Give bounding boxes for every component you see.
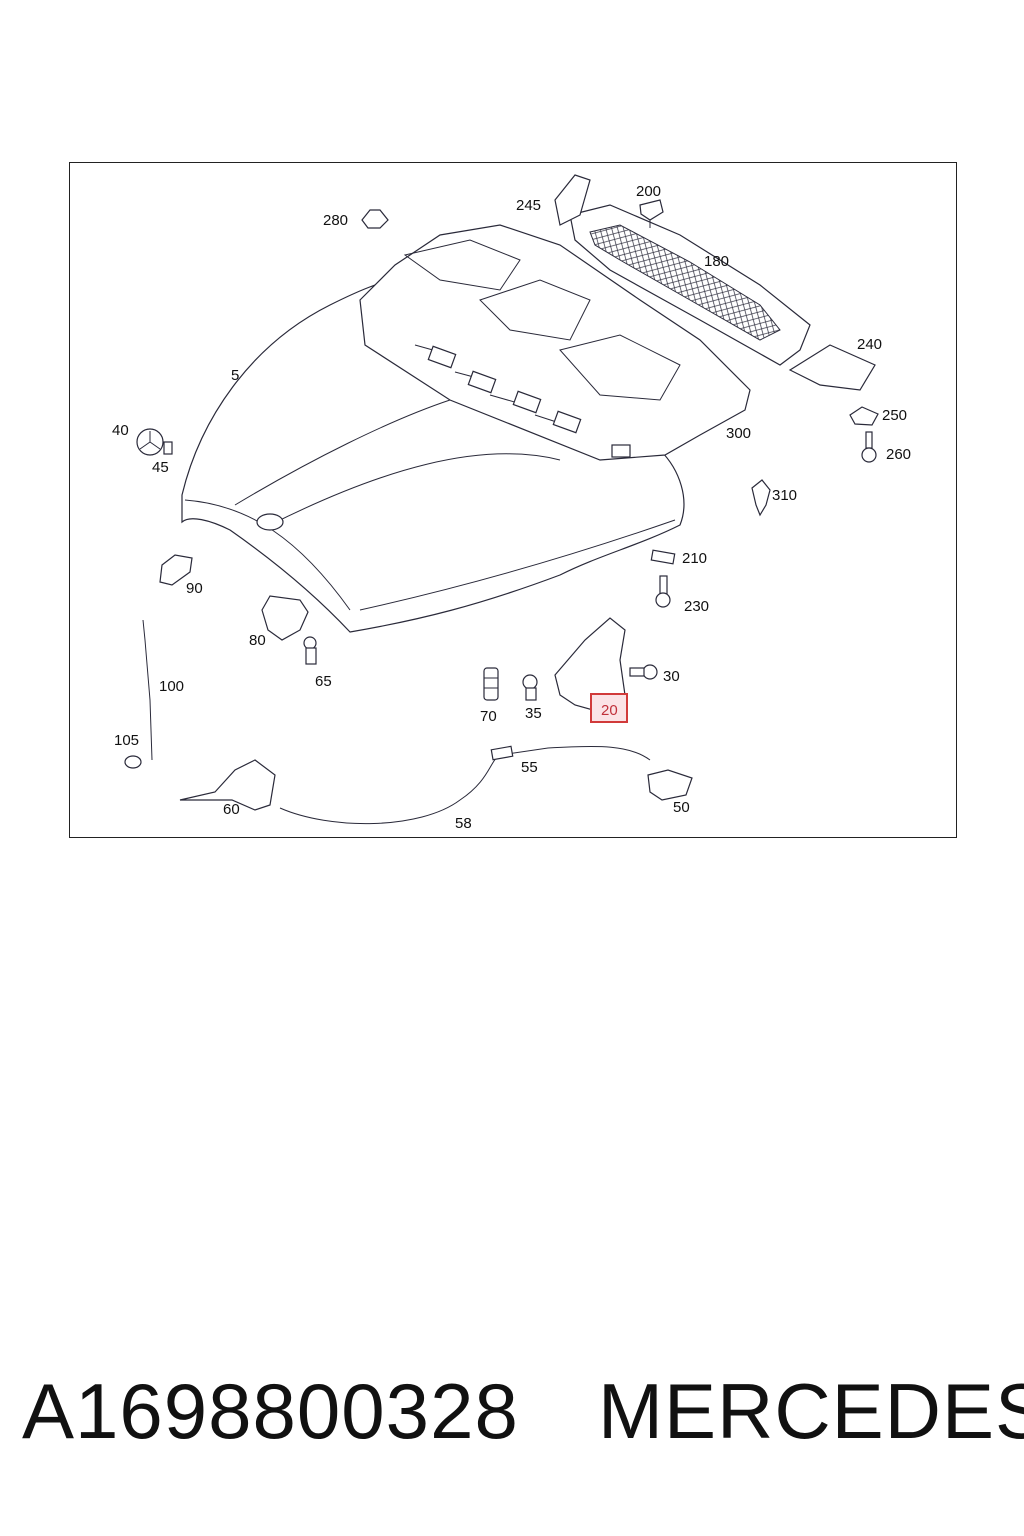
callout-20[interactable]: 20 (601, 702, 618, 719)
callout-100[interactable]: 100 (159, 678, 184, 695)
clip-310[interactable] (751, 479, 771, 517)
vent-end-cap-right[interactable] (788, 344, 876, 391)
callout-5[interactable]: 5 (231, 367, 239, 384)
brand-name: MERCEDES (598, 1367, 1024, 1455)
screw-230[interactable] (655, 575, 671, 608)
bolt-30[interactable] (629, 664, 658, 680)
clip-280[interactable] (361, 209, 389, 229)
callout-70[interactable]: 70 (480, 708, 497, 725)
star-emblem[interactable] (136, 428, 164, 456)
callout-245[interactable]: 245 (516, 197, 541, 214)
release-handle-50[interactable] (647, 769, 693, 801)
callout-40[interactable]: 40 (112, 422, 129, 439)
callout-55[interactable]: 55 (521, 759, 538, 776)
callout-230[interactable]: 230 (684, 598, 709, 615)
callout-labels: 5 20 30 35 40 45 50 55 58 60 65 70 80 90… (112, 183, 911, 832)
bolt-35[interactable] (522, 674, 538, 701)
callout-45[interactable]: 45 (152, 459, 169, 476)
clip-200[interactable] (639, 199, 664, 228)
buffer-70[interactable] (483, 667, 499, 701)
prop-rod-100[interactable] (142, 619, 153, 761)
callout-35[interactable]: 35 (525, 705, 542, 722)
bolt-65[interactable] (303, 636, 317, 665)
callout-180[interactable]: 180 (704, 253, 729, 270)
screw-260[interactable] (861, 431, 877, 463)
callout-200[interactable]: 200 (636, 183, 661, 200)
callout-300[interactable]: 300 (726, 425, 751, 442)
release-cable-55[interactable] (499, 745, 651, 761)
callout-58[interactable]: 58 (455, 815, 472, 832)
hood-hinge-20[interactable] (554, 617, 626, 713)
callout-90[interactable]: 90 (186, 580, 203, 597)
callout-60[interactable]: 60 (223, 801, 240, 818)
hood-insulation-mat[interactable] (359, 224, 751, 461)
emblem-clip-45[interactable] (163, 441, 173, 455)
callout-20-highlight (590, 693, 628, 723)
part-number: A1698800328 (22, 1367, 519, 1455)
bracket-80[interactable] (261, 595, 309, 641)
hood-latch-60[interactable] (179, 759, 276, 811)
callout-65[interactable]: 65 (315, 673, 332, 690)
vent-end-cap-left[interactable] (554, 174, 591, 226)
callout-250[interactable]: 250 (882, 407, 907, 424)
bracket-90[interactable] (159, 554, 193, 586)
callout-30[interactable]: 30 (663, 668, 680, 685)
cowl-vent-grille[interactable] (569, 204, 811, 366)
callout-260[interactable]: 260 (886, 446, 911, 463)
callout-210[interactable]: 210 (682, 550, 707, 567)
callout-310[interactable]: 310 (772, 487, 797, 504)
clip-210[interactable] (650, 549, 676, 565)
nut-250[interactable] (849, 406, 879, 426)
callout-80[interactable]: 80 (249, 632, 266, 649)
callout-240[interactable]: 240 (857, 336, 882, 353)
callout-280[interactable]: 280 (323, 212, 348, 229)
callout-105[interactable]: 105 (114, 732, 139, 749)
hood-panel[interactable] (181, 277, 685, 633)
release-cable-58[interactable] (279, 754, 501, 825)
grommet-105[interactable] (124, 755, 142, 769)
callout-50[interactable]: 50 (673, 799, 690, 816)
